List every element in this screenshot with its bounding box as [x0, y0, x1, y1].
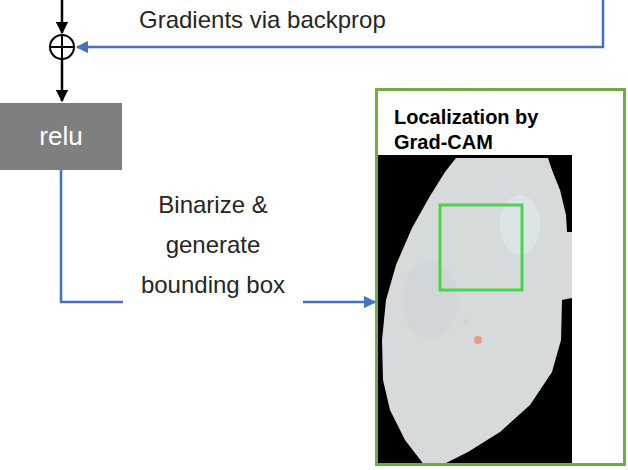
gradient-wire: [77, 0, 603, 47]
sum-to-relu-arrow: [61, 59, 64, 101]
box-label: relu: [39, 121, 82, 152]
sum-symbol: [50, 35, 74, 59]
wire-label: Gradients via backprop: [135, 6, 390, 34]
activation-box: relu: [0, 103, 122, 170]
result-panel: Localization by Grad-CAM: [375, 88, 626, 466]
connector-label: Binarize & generate bounding box: [123, 185, 303, 305]
gradcam-image: [378, 155, 572, 466]
panel-heading: Localization by Grad-CAM: [394, 105, 569, 155]
input-arrow: [61, 0, 64, 33]
bounding-box: [440, 205, 522, 290]
